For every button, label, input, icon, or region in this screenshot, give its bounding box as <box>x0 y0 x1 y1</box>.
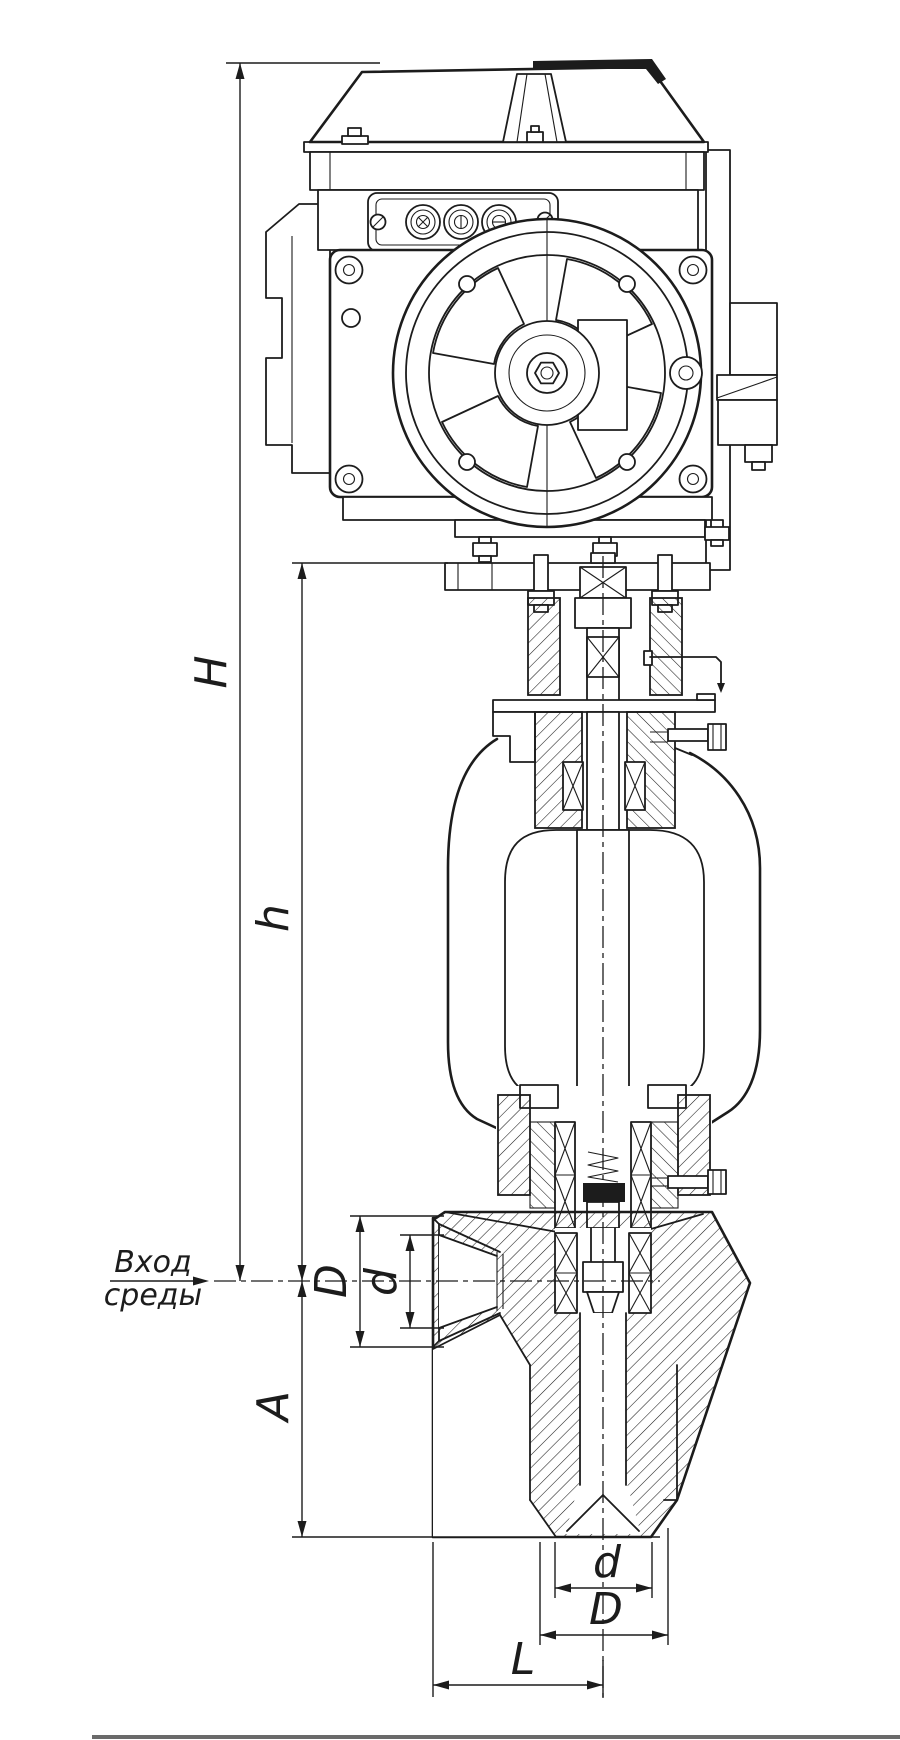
gland-column-right <box>649 597 683 696</box>
seal-ring <box>583 1183 625 1202</box>
dome-screw <box>526 131 544 143</box>
dim-h-label: h <box>248 904 299 932</box>
dim-D-outlet: D <box>539 1528 669 1645</box>
cover-dome <box>502 73 567 143</box>
bottom-edge-line <box>92 1735 900 1739</box>
dim-h: h <box>248 562 448 1281</box>
bellows-outer-right <box>688 751 762 1128</box>
dim-A-label: A <box>248 1391 299 1424</box>
base-bolt-1 <box>472 536 498 563</box>
cover-screw <box>341 135 369 145</box>
junction-box <box>716 302 778 471</box>
dim-d-outlet: d <box>554 1537 653 1598</box>
dim-d-inlet-label: d <box>356 1267 407 1296</box>
dim-D-inlet-label: D <box>306 1264 357 1298</box>
handwheel <box>391 217 703 529</box>
dim-H: H <box>186 62 380 1281</box>
left-bracket <box>265 203 331 474</box>
handwheel-hub <box>494 320 600 426</box>
cable-gland-2 <box>443 204 479 240</box>
gland-column-left <box>527 597 561 696</box>
position-pointer <box>643 650 725 693</box>
side-bolt-lower <box>652 1169 727 1195</box>
dim-d-inlet: d <box>356 1234 444 1329</box>
neck-step-left <box>492 711 536 763</box>
inlet-note-bottom: среды <box>104 1278 202 1313</box>
neck-packing-left <box>562 761 584 811</box>
dim-A: A <box>248 1281 660 1538</box>
dim-L: L <box>432 1542 604 1697</box>
dimensions: H h A D d d <box>104 62 669 1697</box>
bellows-housing <box>446 711 762 1133</box>
centerlines <box>214 556 660 1700</box>
neck-packing-right <box>624 761 646 811</box>
flange-bolt-mid-right <box>669 356 703 390</box>
inlet-note-top: Вход <box>114 1245 191 1280</box>
gland-packing-left <box>554 1121 576 1229</box>
housing-band <box>309 151 705 191</box>
actuator-cover <box>303 59 709 153</box>
dim-D-outlet-label: D <box>589 1584 623 1635</box>
dim-d-outlet-label: d <box>593 1537 622 1588</box>
electric-actuator <box>265 59 778 571</box>
side-bolt-upper <box>650 723 727 751</box>
media-inlet-note: Вход среды <box>104 1245 209 1313</box>
bonnet-plate <box>492 699 716 713</box>
inlet-arrow <box>193 1276 209 1286</box>
bellows-outer-left <box>446 737 505 1133</box>
dim-D-inlet: D <box>306 1215 444 1348</box>
valve-body <box>431 1210 752 1539</box>
dim-L-label: L <box>511 1634 536 1685</box>
spoke <box>441 395 539 488</box>
dim-H-label: H <box>186 655 237 688</box>
gland-packing-right <box>630 1121 652 1229</box>
base-bolt-3 <box>704 519 730 547</box>
bonnet-yoke <box>444 552 725 713</box>
cable-gland-1 <box>405 204 441 240</box>
cover-top-strip <box>533 59 666 84</box>
spoke <box>432 267 525 365</box>
lower-gland <box>496 1084 727 1229</box>
